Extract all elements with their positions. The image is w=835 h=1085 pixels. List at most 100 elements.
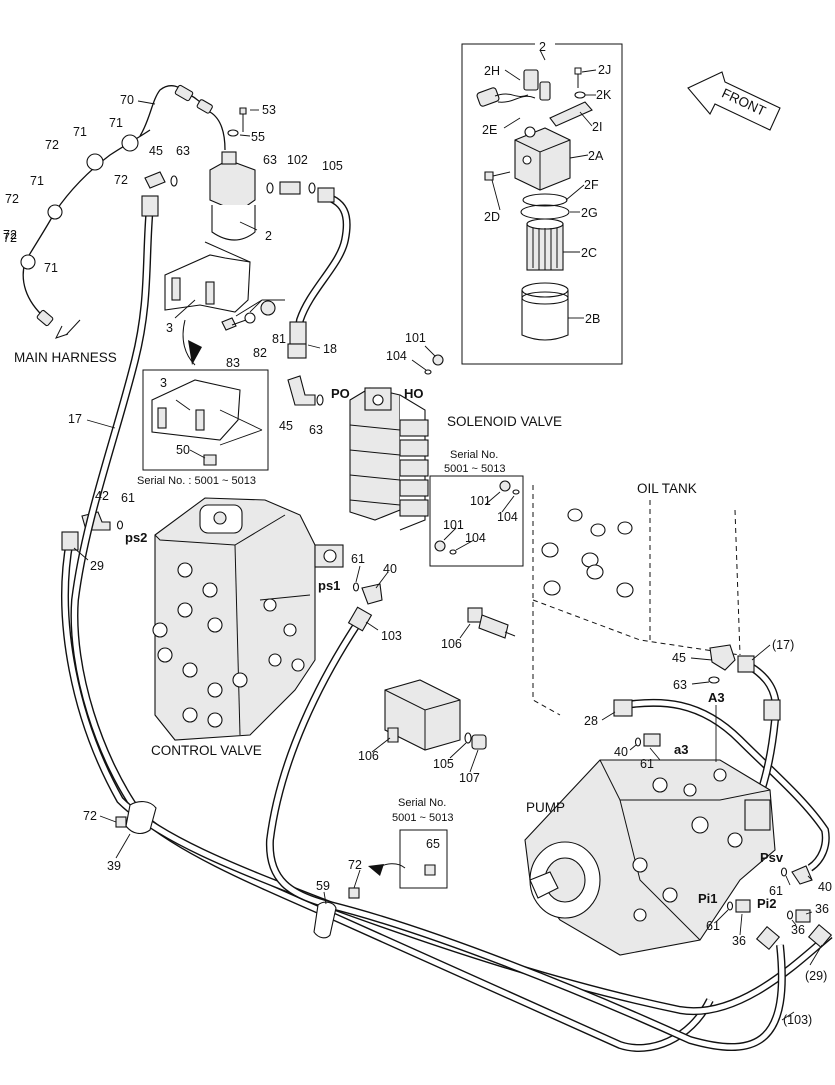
- clamp-59: [313, 887, 360, 939]
- valve-block-small: [384, 679, 487, 751]
- part-number: (17): [772, 638, 794, 652]
- part-number: 61: [121, 491, 135, 505]
- fasteners-81-83: [221, 300, 276, 331]
- solenoid-valve-bank: [349, 354, 444, 531]
- part-number: 72: [45, 138, 59, 152]
- part-number: 71: [44, 261, 58, 275]
- oil-tank-outline: [532, 485, 741, 716]
- part-number: (103): [783, 1013, 812, 1027]
- part-number: 103: [381, 629, 402, 643]
- bracket-detail-inset: [142, 319, 269, 471]
- part-number: 3: [160, 376, 167, 390]
- bolt-53: [227, 107, 247, 137]
- part-number: 18: [323, 342, 337, 356]
- part-number: 2B: [585, 312, 600, 326]
- label-oil-tank: OIL TANK: [637, 481, 697, 496]
- part-number: 55: [251, 130, 265, 144]
- label-main-harness: MAIN HARNESS: [14, 350, 117, 365]
- part-number: 72: [114, 173, 128, 187]
- part-number: 82: [253, 346, 267, 360]
- part-number: 63: [263, 153, 277, 167]
- label-serial-pump-2: 5001 ~ 5013: [392, 812, 453, 824]
- label-pump: PUMP: [526, 800, 565, 815]
- port-a3: A3: [708, 690, 725, 705]
- part-number: 63: [673, 678, 687, 692]
- elbow-45-a3: [708, 644, 736, 684]
- part-number: 28: [584, 714, 598, 728]
- hose-18: [287, 187, 351, 359]
- part-number: 45: [149, 144, 163, 158]
- serial-box-pump: [368, 829, 448, 889]
- fittings-a3: [634, 733, 661, 747]
- part-number: 106: [441, 637, 462, 651]
- port-po: PO: [331, 386, 350, 401]
- part-number: 63: [309, 423, 323, 437]
- part-number: 29: [90, 559, 104, 573]
- part-number: 2A: [588, 149, 604, 163]
- part-number: 102: [287, 153, 308, 167]
- part-number: 2C: [581, 246, 597, 260]
- label-serial-pump-1: Serial No.: [398, 797, 446, 809]
- part-number: 36: [732, 934, 746, 948]
- port-pi2: Pi2: [757, 896, 777, 911]
- part-number: 71: [73, 125, 87, 139]
- label-serial-cv: Serial No. : 5001 ~ 5013: [137, 475, 256, 487]
- wire-harness: [20, 84, 226, 339]
- part-number: 2J: [598, 63, 611, 77]
- part-number: 45: [672, 651, 686, 665]
- part-number: 70: [120, 93, 134, 107]
- part-number: 2F: [584, 178, 599, 192]
- part-number: 71: [30, 174, 44, 188]
- part-number: 59: [316, 879, 330, 893]
- part-number: 61: [640, 757, 654, 771]
- part-number: 65: [426, 837, 440, 851]
- part-number: 2E: [482, 123, 497, 137]
- part-number: 61: [706, 919, 720, 933]
- port-pi1: Pi1: [698, 891, 718, 906]
- part-number: 61: [351, 552, 365, 566]
- port-psv: Psv: [760, 850, 784, 865]
- part-number: 3: [166, 321, 173, 335]
- part-number: 2: [265, 229, 272, 243]
- solenoid-detail-inset: [461, 42, 623, 365]
- part-number: 40: [818, 880, 832, 894]
- part-number: 2I: [592, 120, 602, 134]
- part-number: 2: [539, 40, 546, 54]
- part-number: 36: [815, 902, 829, 916]
- part-number: 81: [272, 332, 286, 346]
- part-number: 2G: [581, 206, 598, 220]
- bracket-3: [164, 241, 251, 313]
- part-number: 104: [497, 510, 518, 524]
- part-number: 61: [769, 884, 783, 898]
- part-number: 72: [83, 809, 97, 823]
- part-number: 45: [279, 419, 293, 433]
- part-number: 105: [322, 159, 343, 173]
- part-number: 42: [95, 489, 109, 503]
- port-a3-small: a3: [674, 742, 688, 757]
- label-serial-sol-1: Serial No.: [450, 449, 498, 461]
- part-number: 72: [348, 858, 362, 872]
- part-number: 17: [68, 412, 82, 426]
- text-labels: MAIN HARNESS SOLENOID VALVE OIL TANK CON…: [3, 40, 832, 1027]
- fittings-pump-ports: [726, 865, 833, 951]
- part-number: 104: [465, 531, 486, 545]
- part-number: 104: [386, 349, 407, 363]
- pump-body: [524, 759, 776, 956]
- label-serial-sol-2: 5001 ~ 5013: [444, 463, 505, 475]
- part-number: 83: [226, 356, 240, 370]
- leader-lines: [73, 49, 823, 1021]
- port-ps2: ps2: [125, 530, 147, 545]
- part-number: 101: [443, 518, 464, 532]
- pressure-sensor-106: [467, 607, 516, 639]
- part-number: 2K: [596, 88, 612, 102]
- part-number: 72: [3, 231, 17, 245]
- fittings-top: [144, 171, 316, 195]
- front-direction-arrow: [687, 71, 781, 131]
- part-number: 53: [262, 103, 276, 117]
- part-number: 72: [5, 192, 19, 206]
- part-number: 40: [614, 745, 628, 759]
- part-number: 105: [433, 757, 454, 771]
- part-number: 63: [176, 144, 190, 158]
